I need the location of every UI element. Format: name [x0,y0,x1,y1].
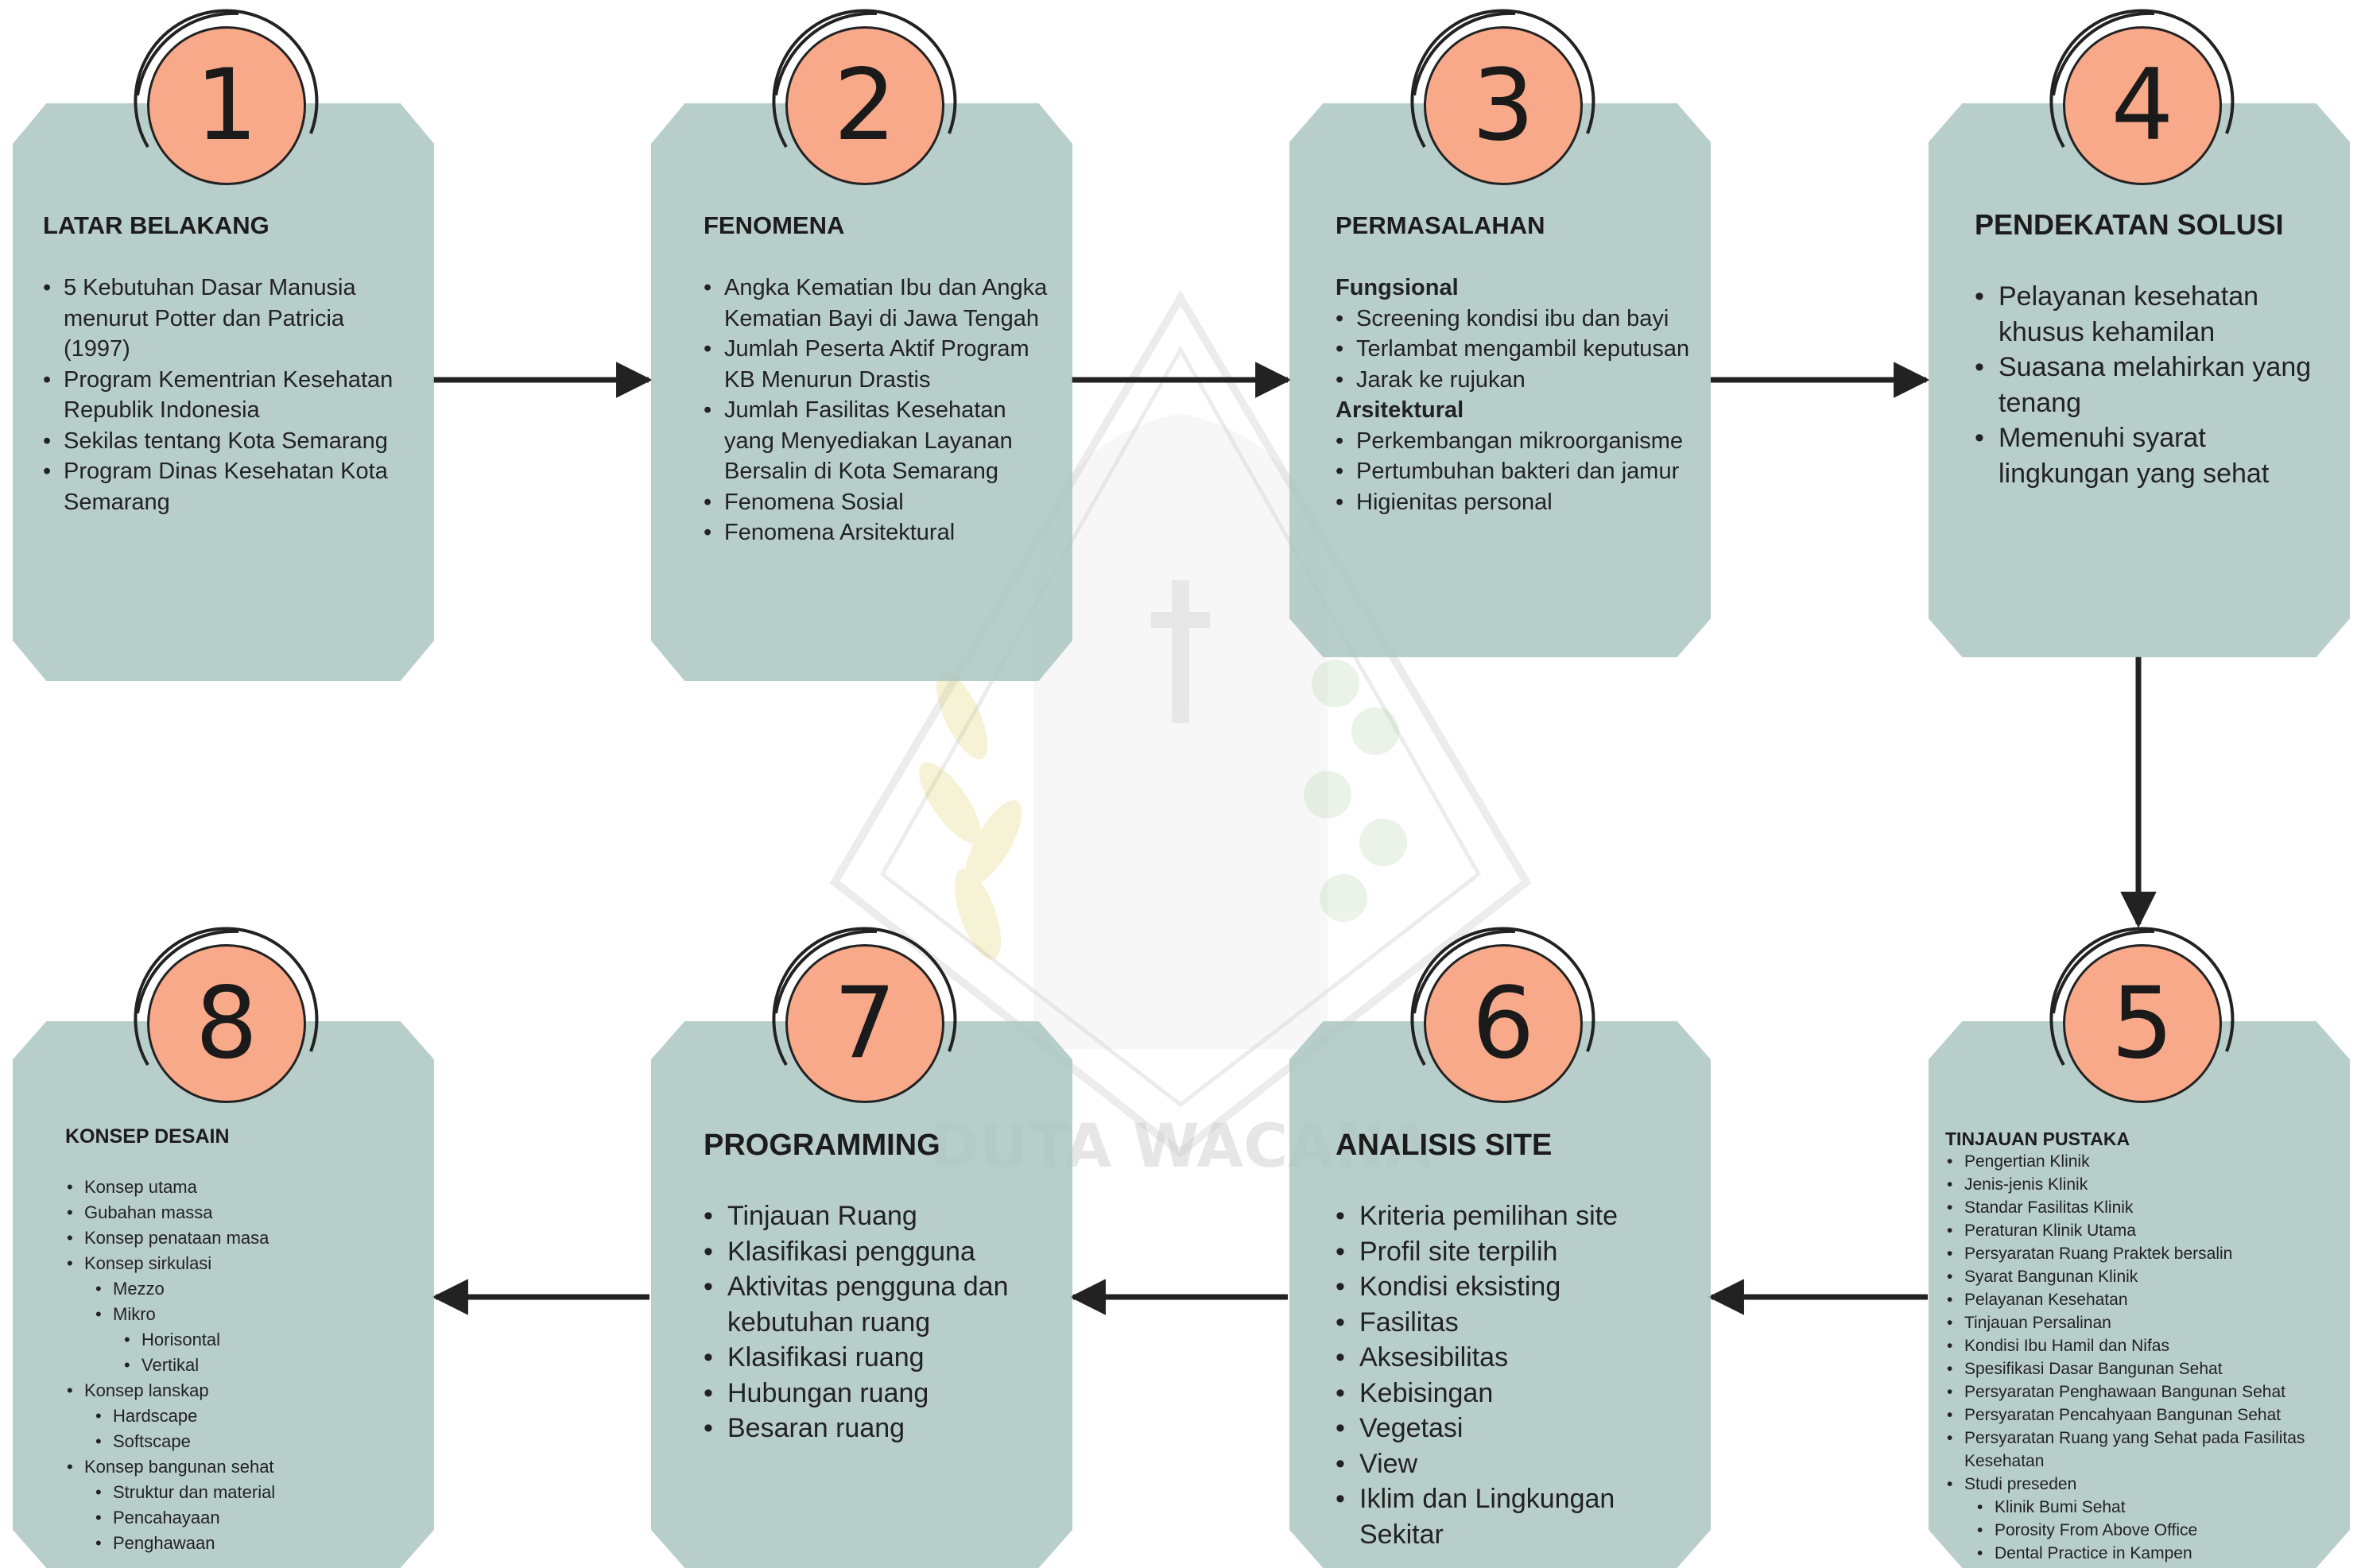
list-item: Standar Fasilitas Klinik [1945,1196,2343,1219]
list-item: Spesifikasi Dasar Bangunan Sehat [1945,1357,2343,1380]
step-number-badge-5: 5 [2063,944,2222,1103]
list-item: Suasana melahirkan yang tenang [1975,350,2316,420]
step-number-badge-2: 2 [785,26,944,185]
list-subitem: Mikro [65,1302,415,1327]
step-number-badge-8: 8 [147,944,306,1103]
step-number-badge-3: 3 [1424,26,1583,185]
list-subitem: Klinik Bumi Sehat [1945,1496,2343,1519]
step-list-3: Fungsional Screening kondisi ibu dan bay… [1336,273,1693,517]
list-item: Tinjauan Persalinan [1945,1311,2343,1334]
list-item: Sekilas tentang Kota Semarang [43,426,417,457]
list-item: Pelayanan kesehatan khusus kehamilan [1975,279,2316,350]
step-title-8: KONSEP DESAIN [65,1125,230,1148]
list-item: Klasifikasi pengguna [704,1234,1053,1270]
list-item: Konsep bangunan sehat [65,1454,415,1480]
list-item: Konsep penataan masa [65,1225,415,1251]
list-item: Konsep sirkulasi [65,1251,415,1276]
step-title-5: TINJAUAN PUSTAKA [1945,1129,2130,1149]
list-item: Peraturan Klinik Utama [1945,1219,2343,1242]
group-heading: Arsitektural [1336,397,1464,423]
list-item: Iklim dan Lingkungan Sekitar [1336,1481,1693,1552]
list-item: Memenuhi syarat lingkungan yang sehat [1975,420,2316,491]
list-item: Jumlah Peserta Aktif Program KB Menurun … [704,334,1053,395]
list-subsubitem: Horisontal [65,1327,415,1353]
list-item: 5 Kebutuhan Dasar Manusia menurut Potter… [43,273,417,365]
list-subitem: Porosity From Above Office [1945,1519,2343,1542]
list-item: Persyaratan Ruang yang Sehat pada Fasili… [1945,1427,2343,1473]
list-item: Fenomena Sosial [704,487,1053,518]
list-item: Konsep utama [65,1175,415,1200]
list-item: Tinjauan Ruang [704,1198,1053,1234]
list-item: Terlambat mengambil keputusan [1336,334,1693,365]
group-heading: Fungsional [1336,275,1459,300]
list-subitem: Struktur dan material [65,1480,415,1505]
list-item: Kondisi Ibu Hamil dan Nifas [1945,1334,2343,1357]
list-item: Screening kondisi ibu dan bayi [1336,304,1693,335]
list-item: Kebisingan [1336,1376,1693,1411]
list-item: Hubungan ruang [704,1376,1053,1411]
step-list-2: Angka Kematian Ibu dan Angka Kematian Ba… [704,273,1053,548]
list-subitem: Mezzo [65,1276,415,1302]
step-number-badge-4: 4 [2063,26,2222,185]
list-item: Studi preseden [1945,1473,2343,1496]
list-item: Jarak ke rujukan [1336,365,1693,396]
list-item: Aktivitas pengguna dan kebutuhan ruang [704,1269,1053,1340]
list-item: Vegetasi [1336,1411,1693,1446]
list-item: View [1336,1446,1693,1482]
step-number-badge-7: 7 [785,944,944,1103]
list-item: Program Kementrian Kesehatan Republik In… [43,365,417,426]
list-item: Persyaratan Ruang Praktek bersalin [1945,1242,2343,1265]
list-subitem: Hardscape [65,1403,415,1429]
list-item: Fasilitas [1336,1305,1693,1341]
step-number-badge-1: 1 [147,26,306,185]
list-item: Pengertian Klinik [1945,1150,2343,1173]
list-subitem: Dental Practice in Kampen [1945,1542,2343,1565]
step-list-7: Tinjauan Ruang Klasifikasi pengguna Akti… [704,1198,1053,1446]
list-item: Jumlah Fasilitas Kesehatan yang Menyedia… [704,395,1053,487]
step-title-3: PERMASALAHAN [1336,211,1545,239]
step-title-2: FENOMENA [704,211,845,239]
step-list-5: Pengertian Klinik Jenis-jenis Klinik Sta… [1945,1150,2343,1565]
list-subitem: Pencahayaan [65,1505,415,1531]
step-list-6: Kriteria pemilihan site Profil site terp… [1336,1198,1693,1552]
list-item: Aksesibilitas [1336,1340,1693,1376]
step-title-7: PROGRAMMING [704,1129,940,1162]
list-item: Kondisi eksisting [1336,1269,1693,1305]
list-item: Besaran ruang [704,1411,1053,1446]
list-item: Syarat Bangunan Klinik [1945,1265,2343,1288]
list-item: Higienitas personal [1336,487,1693,518]
list-item: Kriteria pemilihan site [1336,1198,1693,1234]
step-list-8: Konsep utama Gubahan massa Konsep penata… [65,1175,415,1556]
list-item: Gubahan massa [65,1200,415,1225]
step-title-4: PENDEKATAN SOLUSI [1975,208,2284,241]
list-item: Pertumbuhan bakteri dan jamur [1336,456,1693,487]
step-title-1: LATAR BELAKANG [43,211,269,239]
list-item: Persyaratan Pencahyaan Bangunan Sehat [1945,1403,2343,1427]
step-number-badge-6: 6 [1424,944,1583,1103]
step-title-6: ANALISIS SITE [1336,1129,1553,1162]
list-item: Angka Kematian Ibu dan Angka Kematian Ba… [704,273,1053,334]
list-item: Fenomena Arsitektural [704,517,1053,548]
list-item: Perkembangan mikroorganisme [1336,426,1693,457]
step-list-4: Pelayanan kesehatan khusus kehamilan Sua… [1975,279,2316,491]
list-subitem: Softscape [65,1429,415,1454]
list-item: Konsep lanskap [65,1378,415,1403]
list-item: Jenis-jenis Klinik [1945,1173,2343,1196]
list-item: Program Dinas Kesehatan Kota Semarang [43,456,417,517]
list-item: Pelayanan Kesehatan [1945,1288,2343,1311]
list-subitem: Penghawaan [65,1531,415,1556]
list-item: Klasifikasi ruang [704,1340,1053,1376]
list-item: Persyaratan Penghawaan Bangunan Sehat [1945,1380,2343,1403]
list-subsubitem: Vertikal [65,1353,415,1378]
list-item: Profil site terpilih [1336,1234,1693,1270]
step-list-1: 5 Kebutuhan Dasar Manusia menurut Potter… [43,273,417,517]
